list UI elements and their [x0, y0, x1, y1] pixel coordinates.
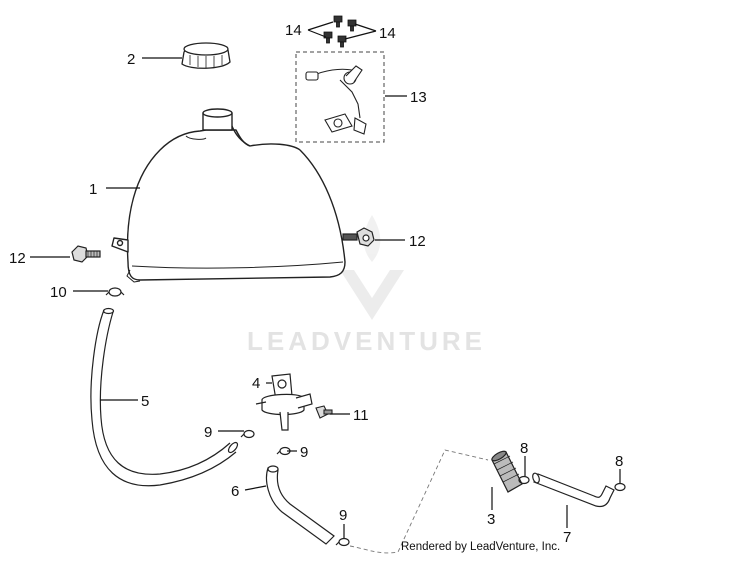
callout-4: 4	[252, 375, 260, 392]
screw-11	[315, 405, 333, 419]
callouts: 1 2 3 4 5 6 7 8 8 9 9 9 10 11 12 12 13 1…	[9, 22, 623, 546]
fuel-hose-5	[90, 307, 239, 487]
callout-12a: 12	[9, 250, 26, 267]
fuel-cap	[181, 42, 231, 69]
callout-9b: 9	[300, 444, 308, 461]
fuel-sender-box	[295, 51, 385, 143]
watermark-logo	[340, 215, 404, 320]
screws-14	[323, 15, 357, 48]
connection-line	[349, 449, 489, 554]
callout-13: 13	[410, 89, 427, 106]
fuel-tank	[111, 108, 346, 283]
callout-2: 2	[127, 51, 135, 68]
callout-3: 3	[487, 511, 495, 528]
callout-12b: 12	[409, 233, 426, 250]
callout-5: 5	[141, 393, 149, 410]
leader-lines	[30, 21, 621, 538]
watermark-text: LEADVENTURE	[247, 326, 486, 356]
render-credit: Rendered by LeadVenture, Inc.	[401, 541, 561, 553]
callout-9a: 9	[204, 424, 212, 441]
fuel-hose-7	[532, 472, 615, 508]
bolt-right	[342, 227, 375, 247]
callout-14b: 14	[379, 25, 396, 42]
fuel-valve-4	[255, 373, 313, 431]
callout-10: 10	[50, 284, 67, 301]
callout-14a: 14	[285, 22, 302, 39]
fuel-sender	[305, 65, 367, 135]
clip-10	[105, 287, 125, 297]
callout-8b: 8	[615, 453, 623, 470]
callout-11: 11	[353, 407, 369, 424]
clips-8	[518, 475, 626, 492]
callout-7: 7	[563, 529, 571, 546]
callout-6: 6	[231, 483, 239, 500]
callout-8a: 8	[520, 440, 528, 457]
callout-9c: 9	[339, 507, 347, 524]
callout-1: 1	[89, 181, 97, 198]
fuel-filter-3	[491, 450, 523, 493]
bolt-left	[71, 245, 101, 263]
fuel-hose-6	[265, 465, 335, 545]
